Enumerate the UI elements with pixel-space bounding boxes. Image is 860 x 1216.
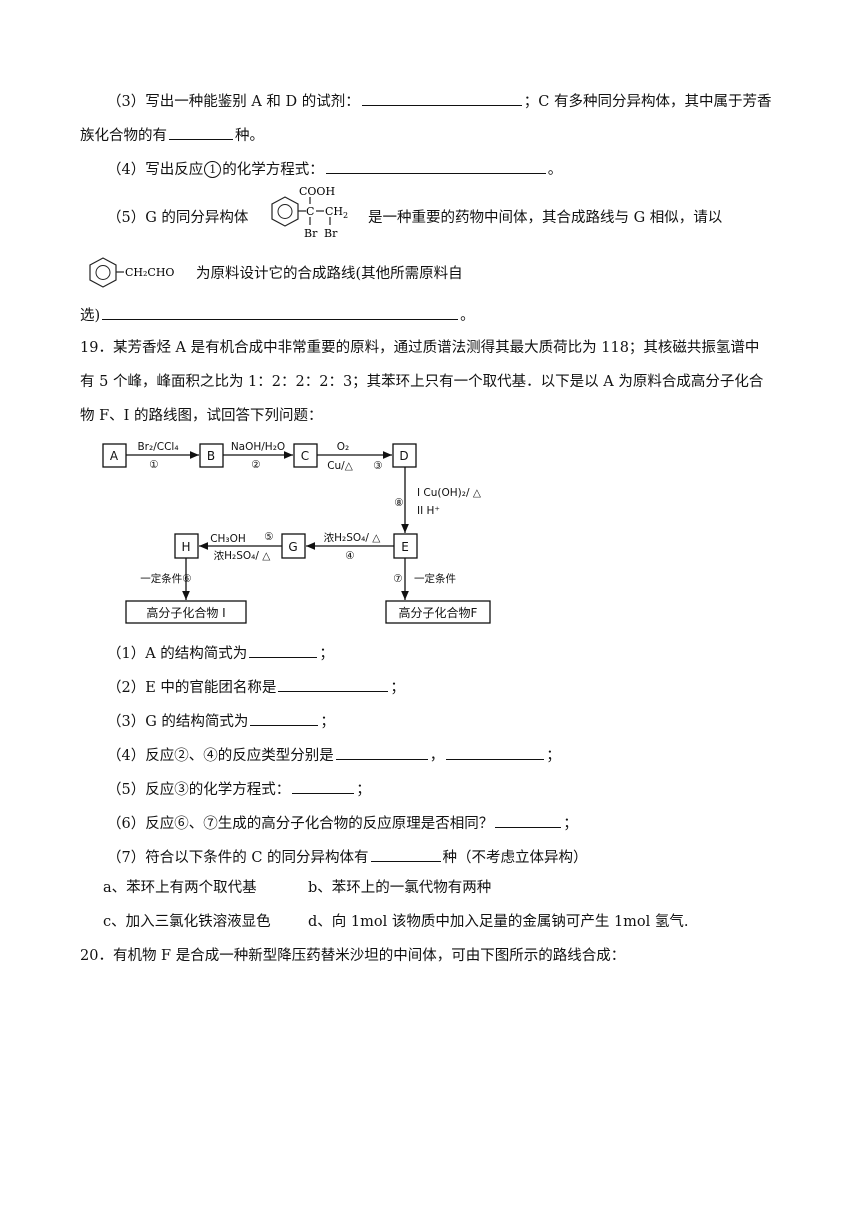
question-text: （3）G 的结构简式为 [107, 714, 249, 730]
node-e-label: E [401, 540, 409, 554]
q19-question-2: （2）E 中的官能团名称是 ； [107, 676, 405, 698]
node-a-label: A [110, 449, 119, 463]
answer-blank[interactable] [102, 304, 459, 320]
svg-text:CH₂CHO: CH₂CHO [125, 266, 174, 279]
reagent-8-step1: I Cu(OH)₂/ △ [417, 487, 482, 499]
node-g-label: G [288, 540, 297, 554]
question-text: （6）反应⑥、⑦生成的高分子化合物的反应原理是否相同？ [107, 816, 494, 832]
separator: ， [429, 748, 445, 764]
answer-blank[interactable] [335, 744, 428, 760]
answer-blank[interactable] [249, 642, 318, 658]
node-d-label: D [399, 449, 408, 463]
reagent-8-step2: II H⁺ [417, 505, 440, 517]
product-i-box [125, 600, 247, 624]
condition-5: 浓H₂SO₄/ △ [214, 550, 272, 562]
starting-material-structure: CH₂CHO [89, 257, 174, 288]
answer-blank[interactable] [370, 846, 441, 862]
node-c-label: C [301, 449, 309, 463]
step-8-number: ⑧ [394, 497, 403, 509]
answer-blank[interactable] [446, 744, 545, 760]
condition-c: c、加入三氯化铁溶液显色 [103, 914, 271, 930]
answer-blank[interactable] [278, 676, 389, 692]
answer-blank[interactable] [361, 90, 522, 106]
svg-text:CH2: CH2 [325, 205, 348, 220]
q19-stem-line2: 有 5 个峰，峰面积之比为 1：2：2：2：3；其苯环上只有一个取代基．以下是以… [80, 374, 764, 390]
answer-blank[interactable] [292, 778, 355, 794]
condition-7: 一定条件 [414, 572, 456, 585]
question-text: （7）符合以下条件的 C 的同分异构体有 [107, 850, 369, 866]
question-suffix: ； [320, 714, 335, 730]
step-1-number: ① [149, 459, 158, 471]
condition-3: Cu/△ [327, 460, 354, 472]
question-text: （4）反应②、④的反应类型分别是 [107, 748, 334, 764]
condition-6: 一定条件⑥ [140, 572, 191, 585]
reagent-3: O₂ [337, 441, 349, 453]
q19-question-5: （5）反应③的化学方程式： ； [107, 778, 371, 800]
reagent-4: 浓H₂SO₄/ △ [324, 532, 382, 544]
question-suffix: ； [563, 816, 578, 832]
answer-blank[interactable] [325, 158, 546, 174]
product-i-label: 高分子化合物 I [146, 605, 225, 620]
svg-text:Br: Br [324, 227, 338, 240]
step-7-number: ⑦ [393, 573, 402, 585]
q19-question-1: （1）A 的结构简式为 ； [107, 642, 334, 664]
node-h-label: H [181, 540, 190, 554]
q19-stem-line3: 物 F、I 的路线图，试回答下列问题： [80, 408, 323, 424]
svg-text:Br: Br [304, 227, 318, 240]
svg-text:C: C [306, 205, 314, 218]
product-f-box [385, 600, 491, 624]
question-suffix: ； [390, 680, 405, 696]
question-suffix: ； [356, 782, 371, 798]
step-4-number: ④ [345, 550, 354, 562]
question-text: （1）A 的结构简式为 [107, 646, 248, 662]
q19-question-6: （6）反应⑥、⑦生成的高分子化合物的反应原理是否相同？ ； [107, 812, 578, 834]
g-isomer-structure: C COOH CH2 Br Br [271, 185, 348, 240]
question-text: （2）E 中的官能团名称是 [107, 680, 277, 696]
condition-d: d、向 1mol 该物质中加入足量的金属钠可产生 1mol 氢气. [308, 914, 689, 930]
question-text: （5）反应③的化学方程式： [107, 782, 291, 798]
condition-b: b、苯环上的一氯代物有两种 [308, 880, 492, 896]
q19-question-3: （3）G 的结构简式为 ； [107, 710, 335, 732]
q19-question-4: （4）反应②、④的反应类型分别是 ， ； [107, 744, 561, 766]
answer-blank[interactable] [250, 710, 319, 726]
step-2-number: ② [251, 459, 260, 471]
step-3-number: ③ [373, 460, 382, 472]
q18-5-line2: 为原料设计它的合成路线(其他所需原料自 [196, 266, 463, 282]
reaction-scheme: A B C D E G H 高分子化合物 I 高分子化合物F Br₂/CCl₄ … [102, 441, 491, 624]
q19-question-7: （7）符合以下条件的 C 的同分异构体有 种（不考虑立体异构） [107, 846, 588, 868]
answer-blank[interactable] [169, 124, 233, 140]
svg-text:COOH: COOH [299, 185, 335, 198]
question-suffix: ； [319, 646, 334, 662]
question-suffix: ； [546, 748, 561, 764]
q18-5-line1b: 是一种重要的药物中间体，其合成路线与 G 相似，请以 [368, 210, 723, 226]
step-5-number: ⑤ [264, 531, 273, 543]
q18-3-line2: 族化合物的有种。 [80, 124, 264, 146]
q19-stem-line1: 19．某芳香烃 A 是有机合成中非常重要的原料，通过质谱法测得其最大质荷比为 1… [80, 340, 760, 356]
q18-3-line1: （3）写出一种能鉴别 A 和 D 的试剂：；C 有多种同分异构体，其中属于芳香 [107, 90, 771, 112]
question-suffix: 种（不考虑立体异构） [442, 850, 588, 866]
answer-blank[interactable] [495, 812, 562, 828]
q18-5-line1a: （5）G 的同分异构体 [107, 210, 249, 226]
reaction-number-circle: 1 [204, 161, 222, 178]
node-b-label: B [207, 449, 215, 463]
condition-a: a、苯环上有两个取代基 [103, 880, 257, 896]
reagent-2: NaOH/H₂O [231, 441, 285, 453]
reagent-5: CH₃OH [210, 533, 246, 545]
q20-stem: 20．有机物 F 是合成一种新型降压药替米沙坦的中间体，可由下图所示的路线合成： [80, 948, 626, 964]
reagent-1: Br₂/CCl₄ [137, 441, 178, 453]
product-f-label: 高分子化合物F [399, 605, 478, 620]
q18-5-line3: 选)。 [80, 304, 475, 326]
